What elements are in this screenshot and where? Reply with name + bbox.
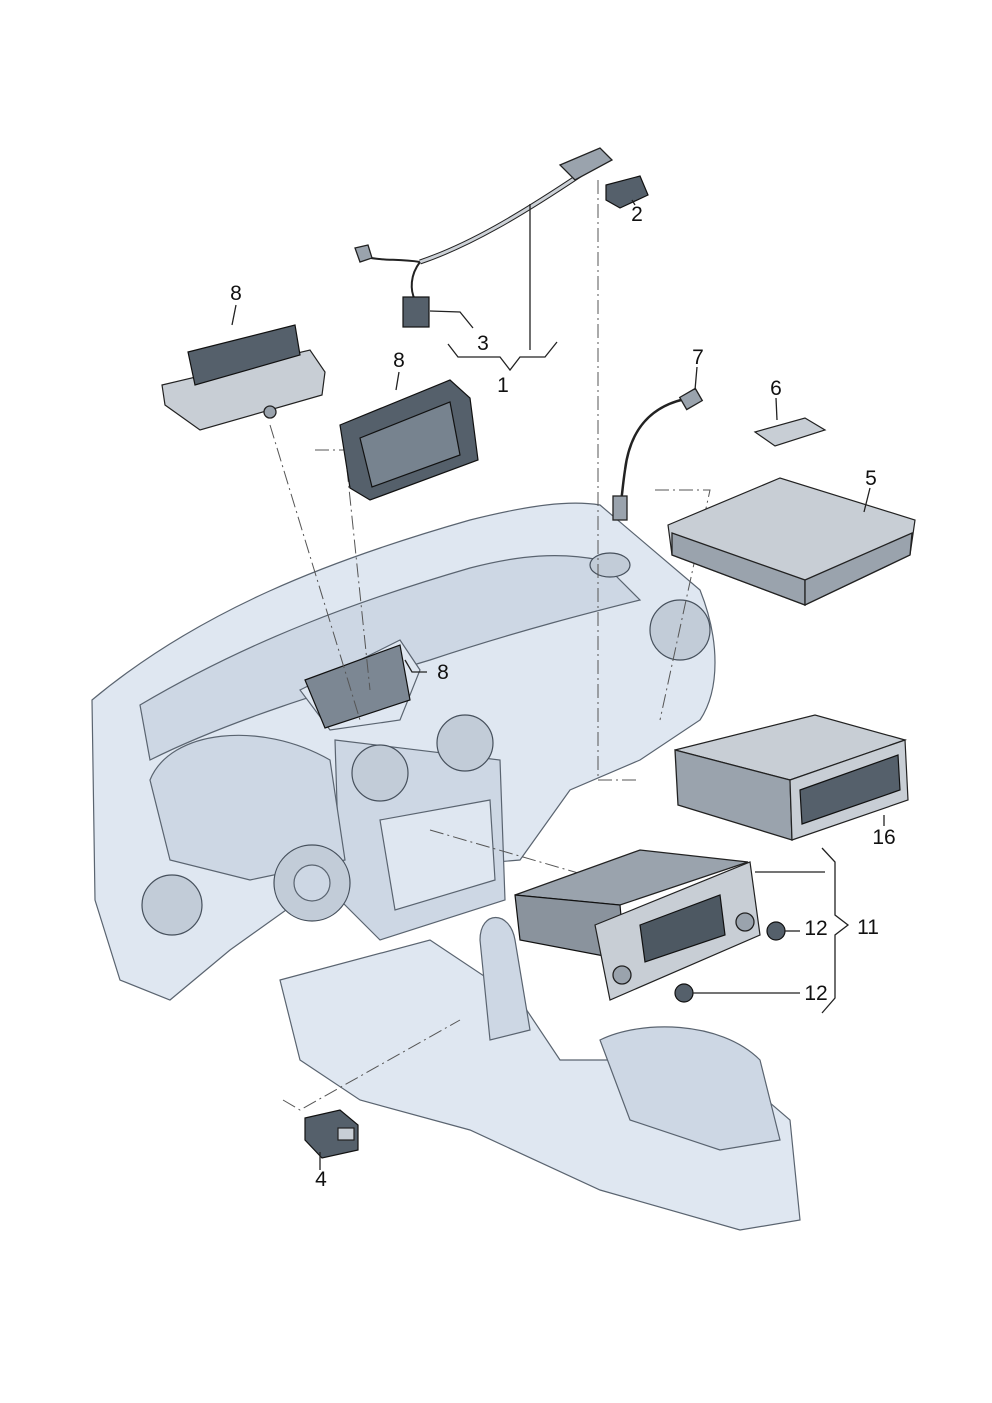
callout-6: 6 [770,377,782,400]
harness-plug [558,147,614,181]
top-vent [589,552,631,578]
callout-labels: 1 2 3 4 5 6 7 8 8 8 11 12 12 16 [230,203,896,1191]
side-vent-left [141,874,203,936]
part-4-socket [304,1109,359,1159]
part-12-knob-lower [674,983,694,1003]
cable-harness [354,147,614,328]
callout-8-dash: 8 [437,661,449,684]
leader-lines [231,199,885,1170]
callout-16: 16 [872,826,895,849]
assembly-lines [269,180,711,1111]
part-6-card [753,417,827,447]
callout-2: 2 [631,203,643,226]
callout-4: 4 [315,1168,327,1191]
callout-7: 7 [692,346,704,369]
callout-5: 5 [865,467,877,490]
callout-11: 11 [857,916,879,939]
callout-12-lower: 12 [804,982,827,1005]
part-2-socket [605,175,649,209]
part-8-display [339,379,479,501]
callout-8-display: 8 [393,349,405,372]
callout-1: 1 [497,374,509,397]
display-recess [304,644,411,729]
center-vent-right [436,714,494,772]
callout-8-housing: 8 [230,282,242,305]
dashboard-illustration [91,502,801,1231]
part-5-tray [667,477,916,607]
callout-3: 3 [477,332,489,355]
part-12-knob-upper [766,921,786,941]
part-7-antenna-cable [612,387,704,521]
part-8-housing [161,324,326,431]
harness-connector-3 [402,296,430,328]
center-vent-left [351,744,409,802]
callout-12-upper: 12 [804,917,827,940]
part-16-unit [674,714,909,841]
part-11-radio [514,849,761,1001]
